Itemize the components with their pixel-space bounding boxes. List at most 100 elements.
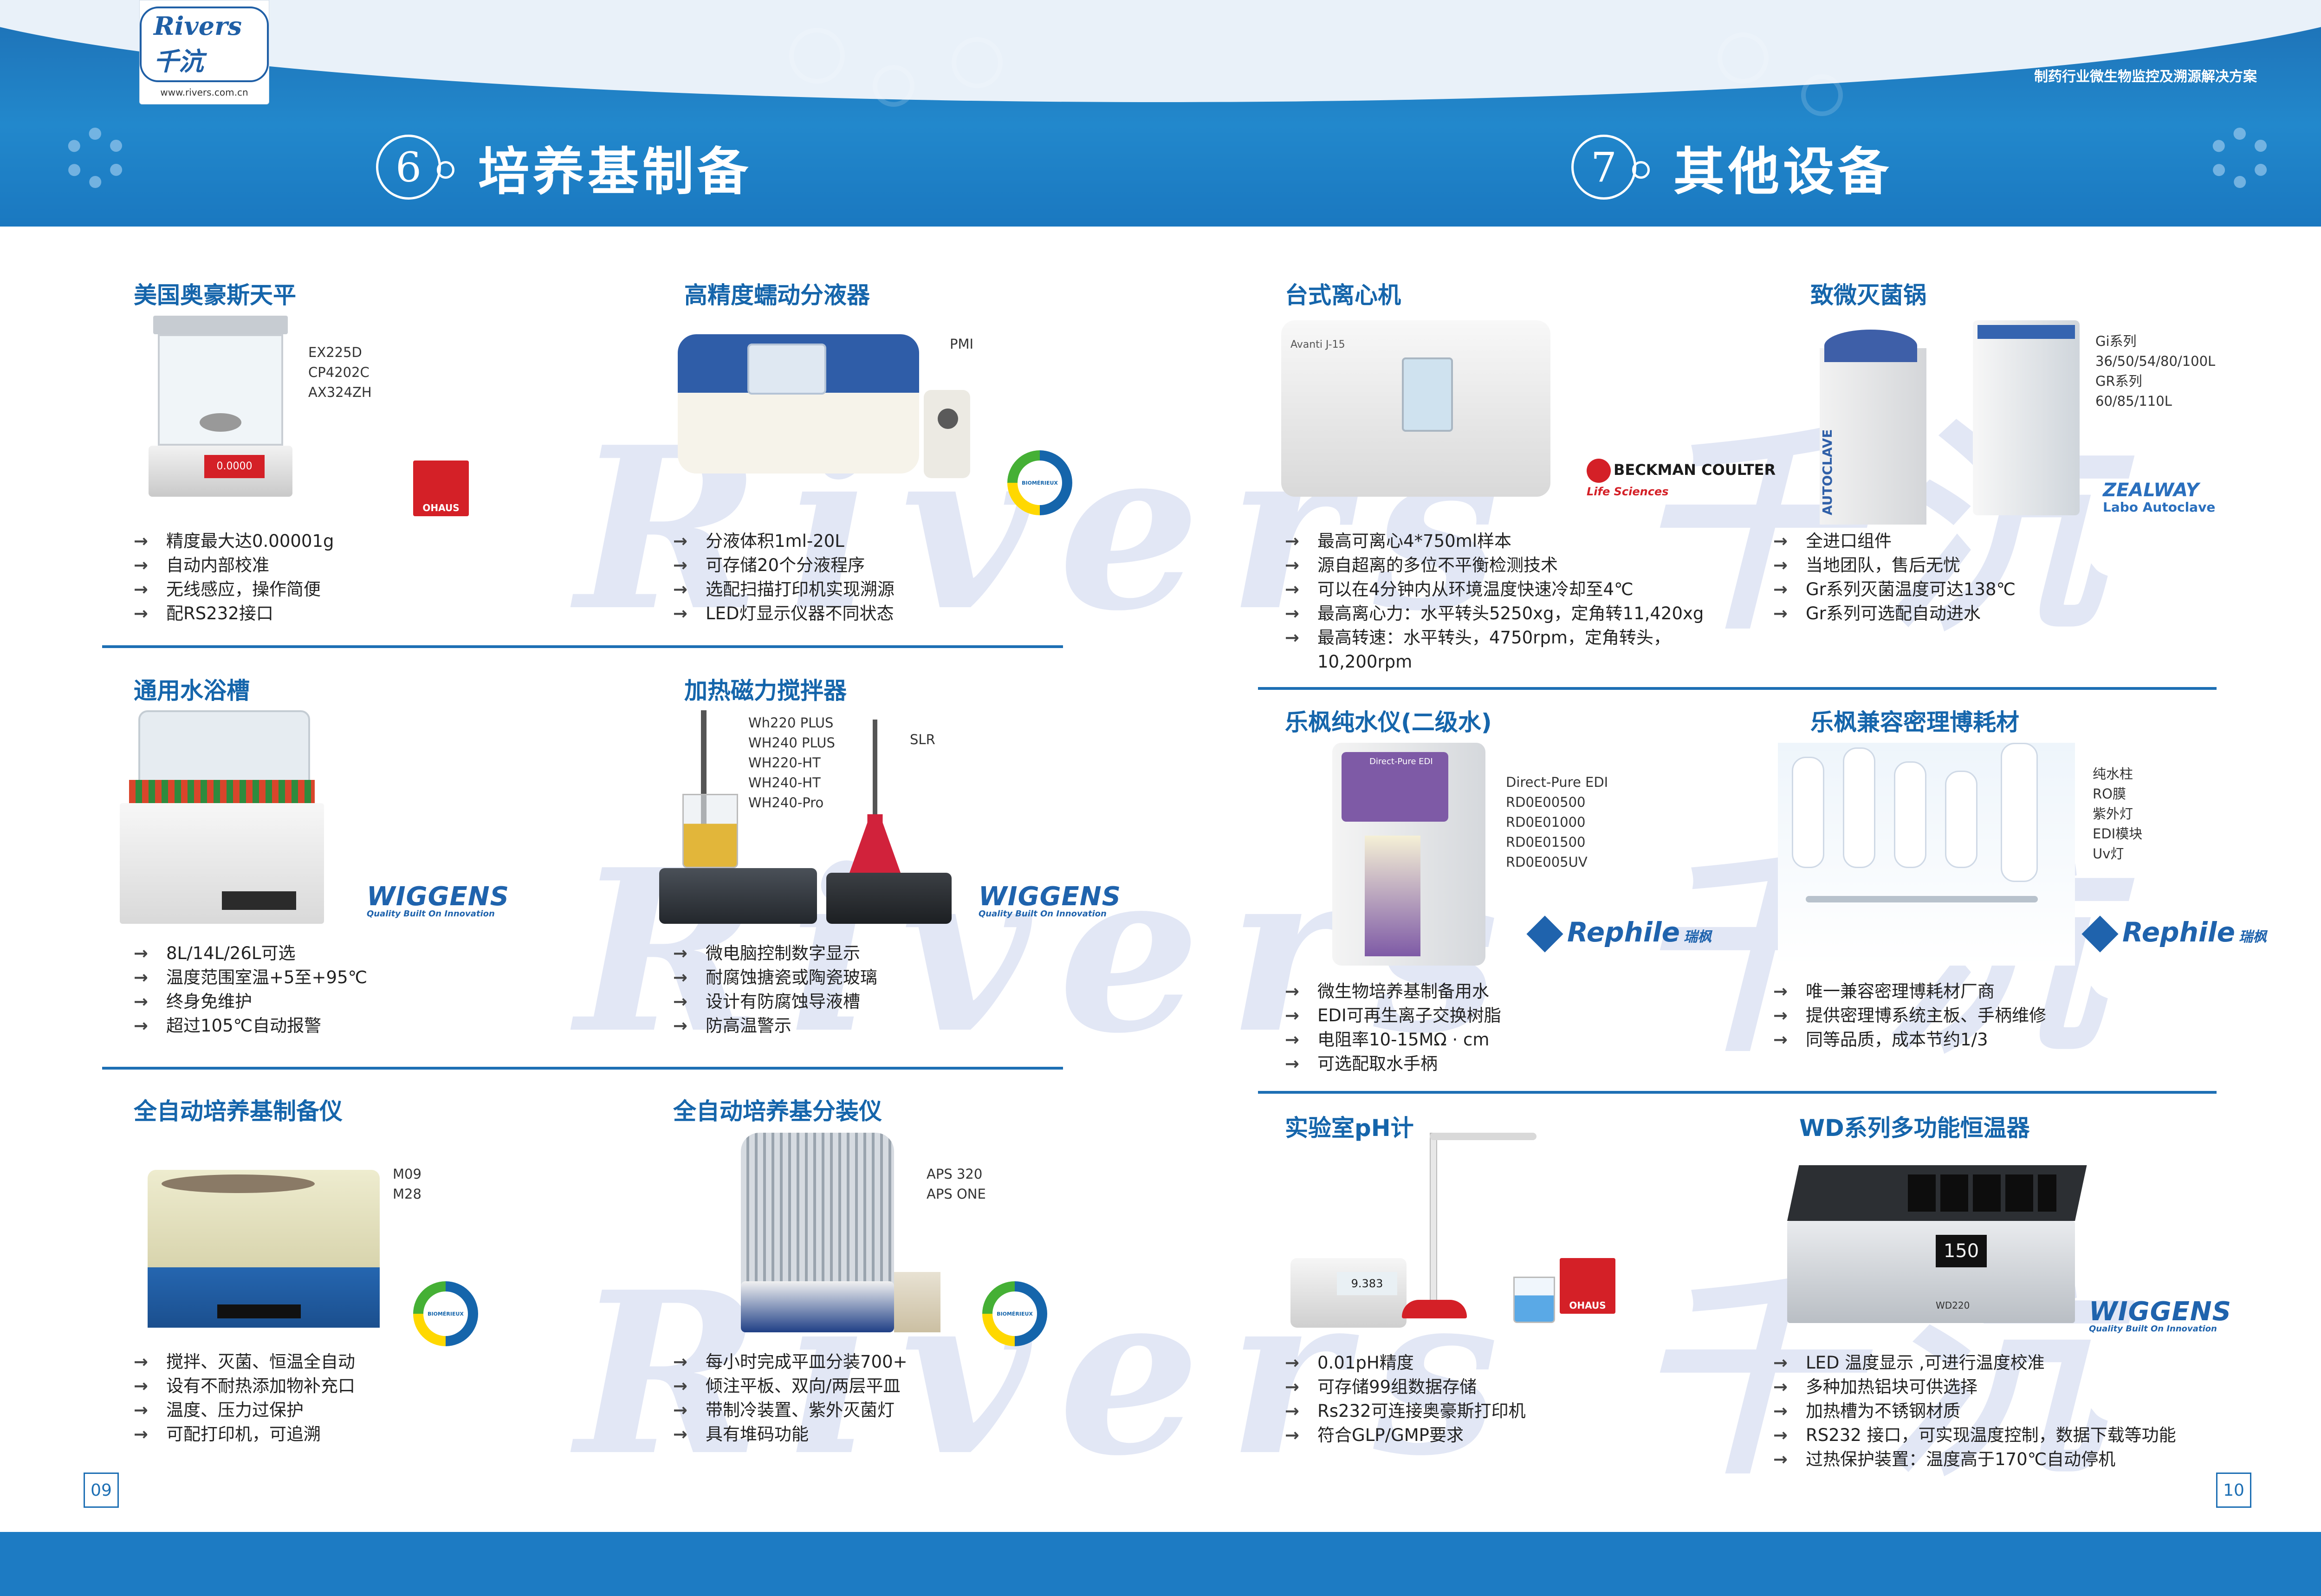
brand-tagline: Quality Built On Innovation xyxy=(367,909,495,919)
model-list: EX225D CP4202C AX324ZH xyxy=(308,343,372,402)
feature-item: 唯一兼容密理博耗材厂商 xyxy=(1773,980,2046,1004)
company-logo[interactable]: Rivers 千沆 www.rivers.com.cn xyxy=(139,0,269,104)
model-item: RD0E01000 xyxy=(1506,814,1586,830)
model-list: SLR xyxy=(910,730,935,750)
ohaus-logo: OHAUS xyxy=(1560,1258,1615,1314)
header-wave xyxy=(0,0,2321,102)
feature-item: 可配打印机，可追溯 xyxy=(134,1422,355,1447)
model-item: RD0E005UV xyxy=(1506,854,1588,870)
feature-item: 8L/14L/26L可选 xyxy=(134,941,367,966)
model-item: WH240 PLUS xyxy=(748,735,835,751)
molecule-decor xyxy=(1718,32,1769,84)
product-title: 台式离心机 xyxy=(1285,282,1401,309)
feature-item: 温度、压力过保护 xyxy=(134,1398,355,1422)
model-list: Direct-Pure EDI RD0E00500 RD0E01000 RD0E… xyxy=(1506,772,1608,872)
feature-item: 耐腐蚀搪瓷或陶瓷玻璃 xyxy=(673,966,877,990)
brand-tagline: Quality Built On Innovation xyxy=(2089,1324,2217,1334)
feature-item: 设有不耐热添加物补充口 xyxy=(134,1374,355,1398)
water-purifier-image: Direct-Pure EDI xyxy=(1332,743,1485,966)
model-list: M09 M28 xyxy=(393,1164,421,1204)
product-title: 高精度蠕动分液器 xyxy=(684,282,870,309)
feature-item: 最高可离心4*750ml样本 xyxy=(1285,529,1704,553)
gear-icon xyxy=(65,128,125,188)
model-item: Wh220 PLUS xyxy=(748,715,834,731)
model-item: AX324ZH xyxy=(308,384,372,400)
brand-text: Rephile xyxy=(1567,916,1680,948)
feature-list: 分液体积1ml-20L 可存储20个分液程序 选配扫描打印机实现溯源 LED灯显… xyxy=(673,529,895,626)
page-number-left: 09 xyxy=(84,1473,119,1508)
feature-item: 微电脑控制数字显示 xyxy=(673,941,877,966)
logo-url: www.rivers.com.cn xyxy=(160,87,248,98)
feature-item: 精度最大达0.00001g xyxy=(134,529,334,553)
display-reading: 150 xyxy=(1936,1235,1987,1267)
product-title: 全自动培养基分装仪 xyxy=(673,1098,882,1125)
model-item: M09 xyxy=(393,1166,421,1182)
model-item: PMI xyxy=(950,336,974,352)
model-item: GR系列 xyxy=(2095,373,2142,389)
brand-text: BECKMAN COULTER xyxy=(1614,461,1776,479)
section-title: 培养基制备 xyxy=(478,142,752,201)
brand-subtitle: Labo Autoclave xyxy=(2103,500,2216,515)
model-item: WH240-HT xyxy=(748,775,821,791)
feature-item: 温度范围室温+5至+95℃ xyxy=(134,966,367,990)
brand-text: WIGGENS xyxy=(367,882,509,912)
section-heading-left: 6 培养基制备 xyxy=(376,130,752,204)
feature-list: 全进口组件 当地团队，售后无忧 Gr系列灭菌温度可达138℃ Gr系列可选配自动… xyxy=(1773,529,2016,626)
feature-item: 可存储20个分液程序 xyxy=(673,553,895,577)
feature-item: 设计有防腐蚀导液槽 xyxy=(673,990,877,1014)
feature-list: 微生物培养基制备用水 EDI可再生离子交换树脂 电阻率10-15MΩ · cm … xyxy=(1285,980,1501,1076)
page-number-right: 10 xyxy=(2216,1473,2251,1508)
product-title: WD系列多功能恒温器 xyxy=(1799,1115,2030,1142)
model-item: SLR xyxy=(910,732,935,747)
platepour-image xyxy=(741,1133,940,1332)
product-title: 通用水浴槽 xyxy=(134,677,250,704)
waterbath-image xyxy=(120,710,324,924)
device-label: WD220 xyxy=(1936,1300,1970,1311)
feature-item: 超过105℃自动报警 xyxy=(134,1014,367,1038)
feature-item: Gr系列灭菌温度可达138℃ xyxy=(1773,577,2016,602)
feature-item: 全进口组件 xyxy=(1773,529,2016,553)
feature-item: 分液体积1ml-20L xyxy=(673,529,895,553)
product-title: 乐枫兼容密理博耗材 xyxy=(1810,709,2019,736)
feature-item: 终身免维护 xyxy=(134,990,367,1014)
feature-item: 防高温警示 xyxy=(673,1014,877,1038)
molecule-decor xyxy=(873,65,914,107)
product-title: 美国奥豪斯天平 xyxy=(134,282,296,309)
product-title: 乐枫纯水仪(二级水) xyxy=(1285,709,1492,736)
row-divider xyxy=(102,1067,1063,1070)
device-label: AUTOCLAVE xyxy=(1820,429,1835,515)
feature-list: 搅拌、灭菌、恒温全自动 设有不耐热添加物补充口 温度、压力过保护 可配打印机，可… xyxy=(134,1350,355,1447)
model-item: APS 320 xyxy=(927,1166,983,1182)
brand-text: WIGGENS xyxy=(2089,1297,2231,1327)
model-item: 纯水柱 xyxy=(2093,766,2133,782)
gear-icon xyxy=(2210,128,2270,188)
biomerieux-logo: BIOMÉRIEUX xyxy=(413,1281,478,1346)
feature-item: 提供密理博系统主板、手柄维修 xyxy=(1773,1004,2046,1028)
model-item: 36/50/54/80/100L xyxy=(2095,353,2216,369)
header-banner: Rivers 千沆 www.rivers.com.cn 制药行业微生物监控及溯源… xyxy=(0,0,2321,227)
model-item: M28 xyxy=(393,1186,421,1202)
brand-cn: 瑞枫 xyxy=(1684,929,1712,945)
feature-item: 0.01pH精度 xyxy=(1285,1351,1526,1375)
feature-item: 自动内部校准 xyxy=(134,553,334,577)
model-list: Wh220 PLUS WH240 PLUS WH220-HT WH240-HT … xyxy=(748,713,835,813)
feature-item: 具有堆码功能 xyxy=(673,1422,908,1447)
section-heading-right: 7 其他设备 xyxy=(1571,130,1893,204)
feature-list: 0.01pH精度 可存储99组数据存储 Rs232可连接奥豪斯打印机 符合GLP… xyxy=(1285,1351,1526,1447)
model-item: RD0E01500 xyxy=(1506,834,1586,850)
thermo-block-image: 150 WD220 xyxy=(1787,1165,2087,1323)
model-list: 纯水柱 RO膜 紫外灯 EDI模块 Uv灯 xyxy=(2093,764,2142,864)
brand-text: ZEALWAY xyxy=(2103,480,2199,501)
feature-list: LED 温度显示 ,可进行温度校准 多种加热铝块可供选择 加热槽为不锈钢材质 R… xyxy=(1773,1351,2176,1472)
feature-item: 带制冷装置、紫外灭菌灯 xyxy=(673,1398,908,1422)
feature-item: 可选配取水手柄 xyxy=(1285,1052,1501,1076)
product-title: 全自动培养基制备仪 xyxy=(134,1098,343,1125)
feature-item: 可存储99组数据存储 xyxy=(1285,1375,1526,1399)
feature-item: LED 温度显示 ,可进行温度校准 xyxy=(1773,1351,2176,1375)
feature-item: 过热保护装置：温度高于170℃自动停机 xyxy=(1773,1447,2176,1472)
device-label: Avanti J-15 xyxy=(1290,339,1345,350)
feature-item: 倾注平板、双向/两层平皿 xyxy=(673,1374,908,1398)
molecule-decor xyxy=(952,37,1003,88)
